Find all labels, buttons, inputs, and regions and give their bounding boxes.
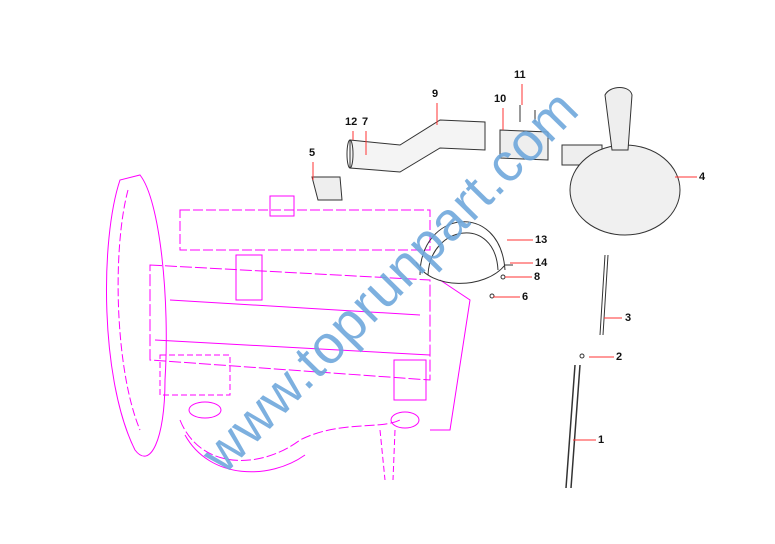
engine-outline [106,174,471,481]
callout-6: 6 [522,291,529,303]
callout-12: 12 [345,116,358,128]
callout-3: 3 [625,312,632,324]
callout-9: 9 [432,88,439,100]
callout-14: 14 [535,257,548,269]
callout-2: 2 [616,351,623,363]
callout-4: 4 [699,171,706,183]
callout-5: 5 [309,147,316,159]
callout-10: 10 [494,93,507,105]
callout-8: 8 [534,271,541,283]
leader-lines [312,84,697,441]
callout-7: 7 [362,116,369,128]
callout-1: 1 [598,434,605,446]
callout-11: 11 [514,69,526,81]
callout-13: 13 [535,234,548,246]
exhaust-parts [311,87,681,489]
